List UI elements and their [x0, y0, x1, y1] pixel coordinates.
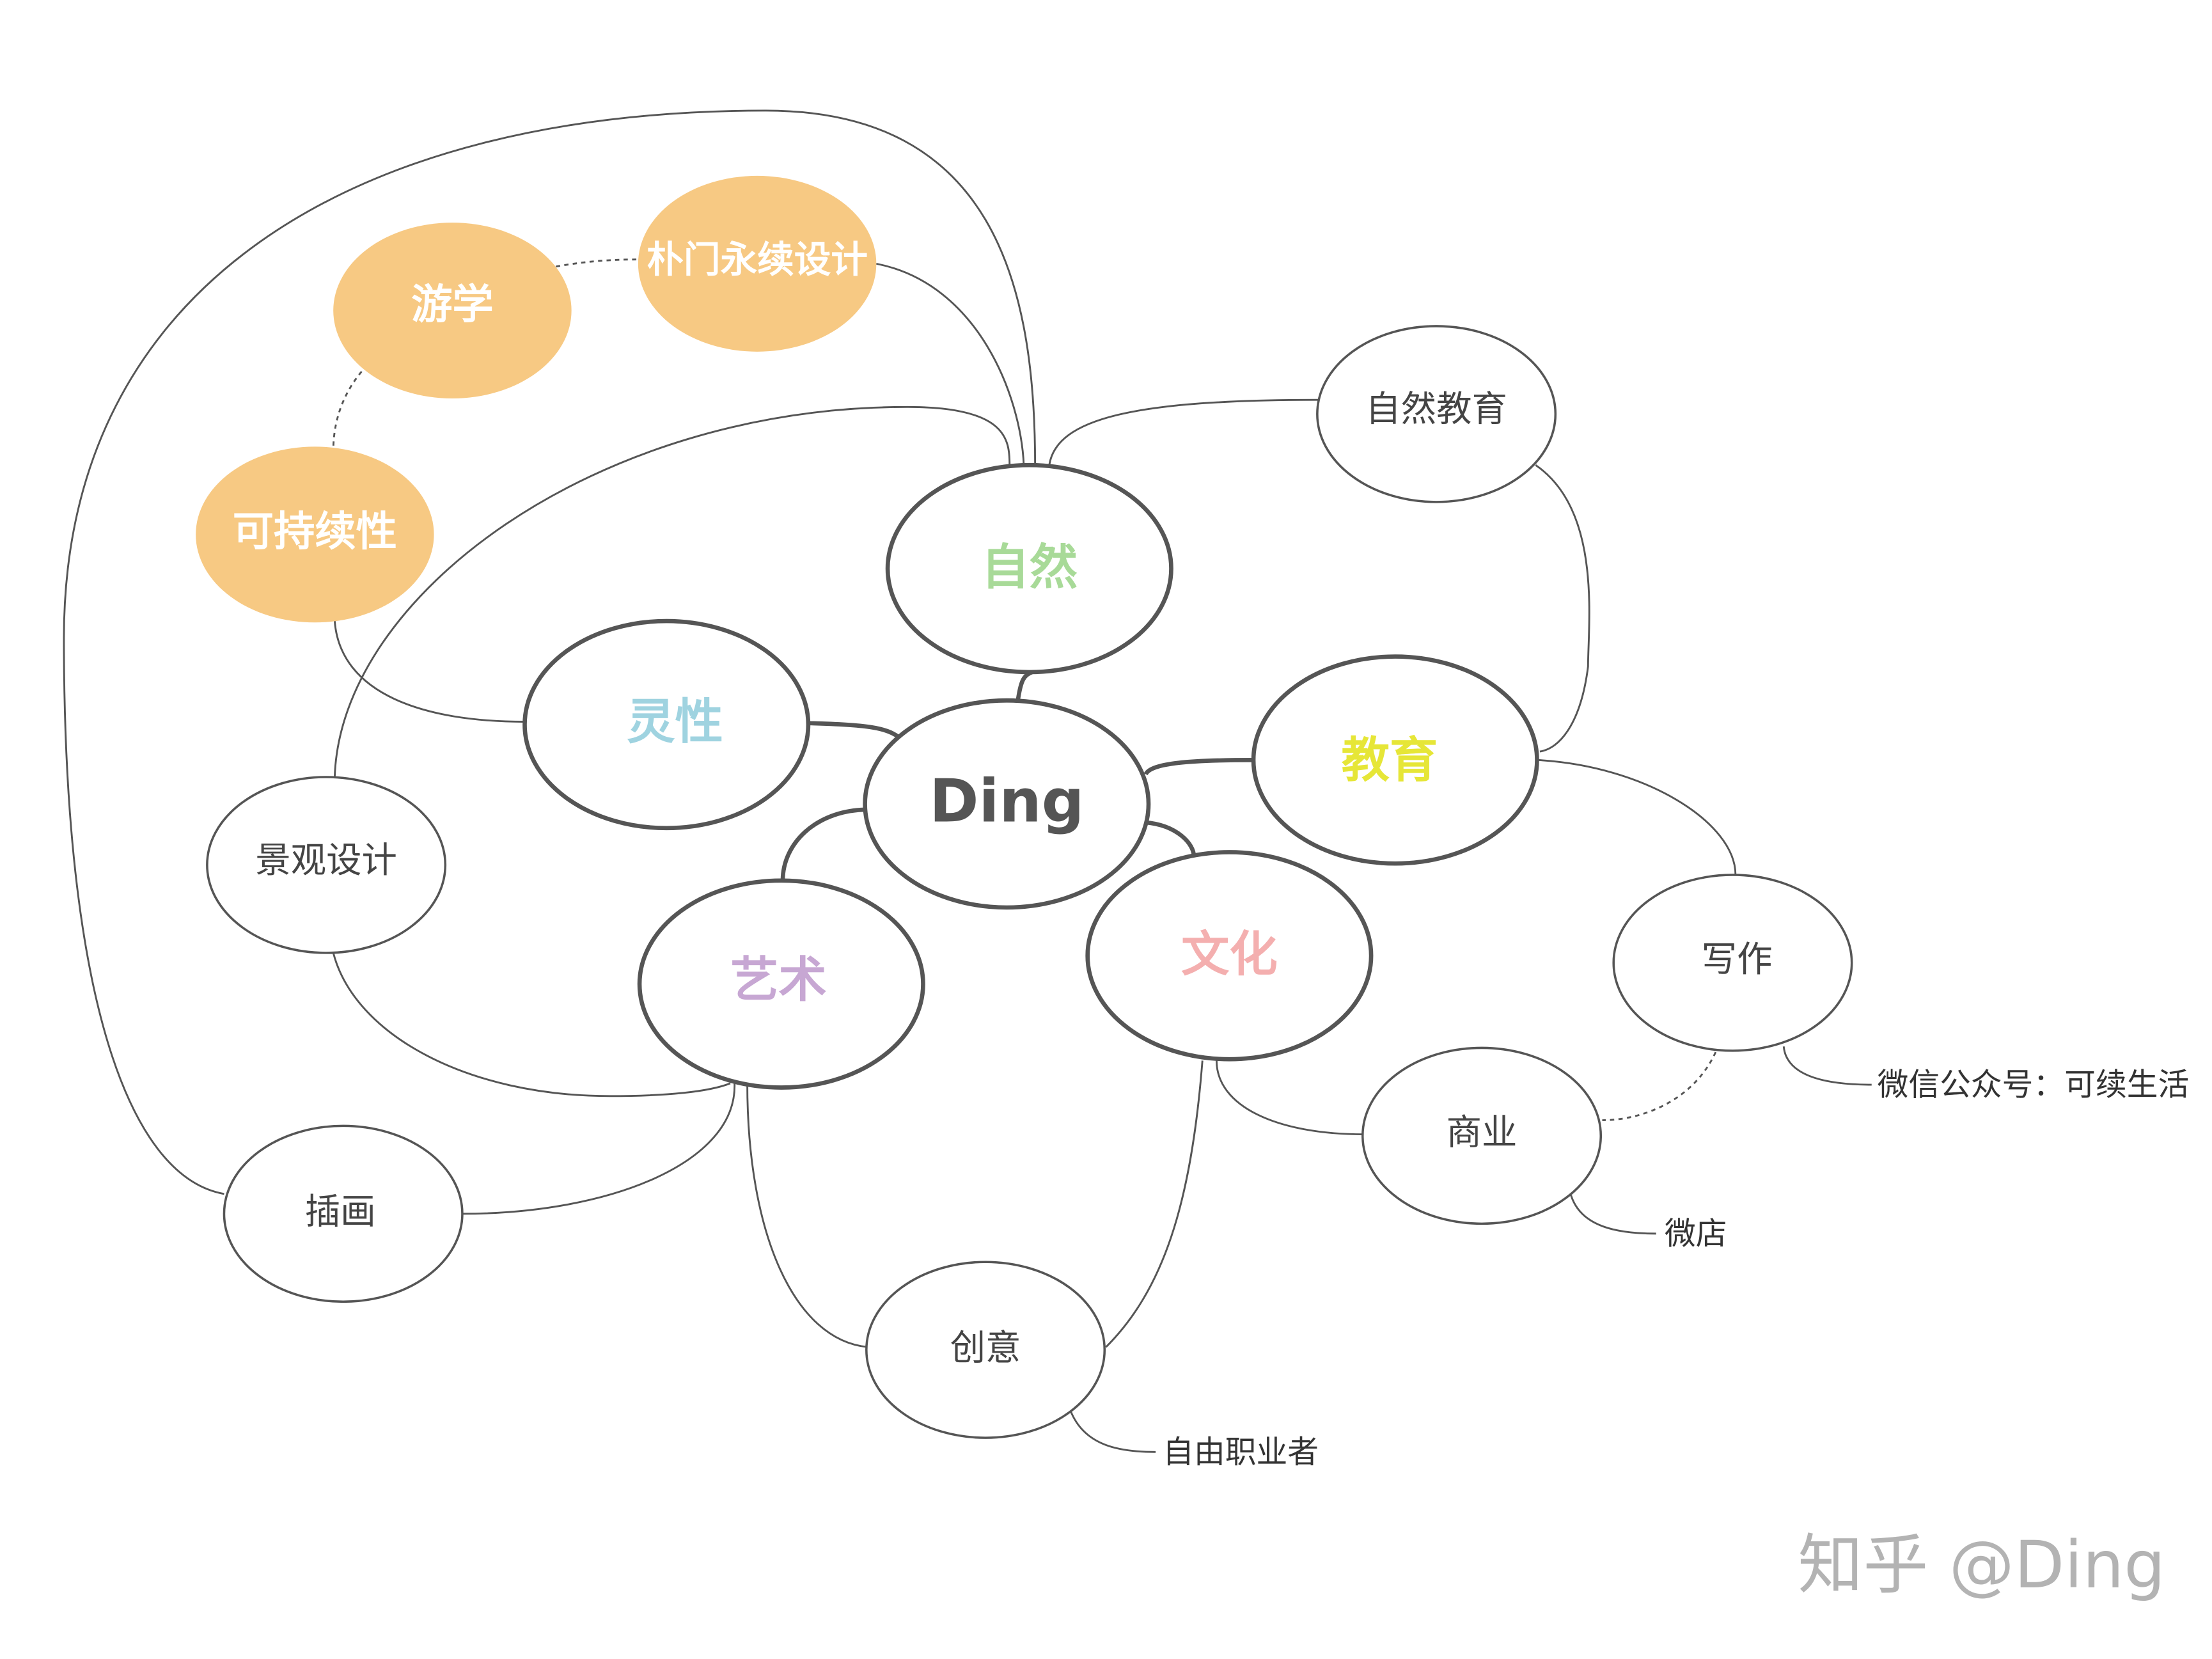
edge-business-shop: [1570, 1195, 1656, 1235]
node-label: 自然: [981, 539, 1078, 595]
node-art[interactable]: 艺术: [637, 878, 925, 1090]
node-label: 商业: [1447, 1112, 1518, 1153]
node-label: 灵性: [627, 694, 723, 750]
node-permaculture[interactable]: 朴门永续设计: [638, 175, 877, 352]
node-label: 教育: [1342, 732, 1438, 788]
node-business[interactable]: 商业: [1361, 1046, 1603, 1225]
edge-culture-business: [1215, 1060, 1365, 1136]
node-label: 朴门永续设计: [647, 238, 868, 281]
edge-creativity-freelancer: [1069, 1410, 1156, 1453]
edge-writing-wechat: [1782, 1046, 1872, 1086]
node-center[interactable]: Ding: [863, 698, 1151, 910]
edge-ding-art: [780, 807, 865, 881]
edge-ding-education: [1143, 758, 1254, 776]
edge-art-creativity: [746, 1083, 868, 1348]
node-illustration[interactable]: 插画: [223, 1124, 464, 1303]
edge-ding-spirit: [808, 721, 900, 739]
node-sustainability[interactable]: 可持续性: [196, 446, 434, 623]
watermark: 知乎 @Ding: [1798, 1527, 2165, 1603]
edge-permaculture-nature: [876, 262, 1025, 466]
node-writing[interactable]: 写作: [1612, 874, 1853, 1052]
node-creativity[interactable]: 创意: [865, 1261, 1106, 1439]
note-freelancer: 自由职业者: [1163, 1434, 1319, 1470]
node-label: 游学: [411, 281, 494, 329]
edge-study-sustainability: [332, 370, 363, 452]
edge-illustration-nature: [63, 109, 1037, 1195]
node-landscape[interactable]: 景观设计: [206, 776, 447, 954]
node-label: 创意: [950, 1328, 1021, 1369]
edge-writing-business: [1602, 1051, 1717, 1121]
edge-art-illustration: [462, 1083, 736, 1215]
node-nature-education[interactable]: 自然教育: [1316, 325, 1557, 503]
edge-culture-creativity: [1105, 1060, 1204, 1348]
edge-education-writing: [1537, 759, 1737, 875]
node-education[interactable]: 教育: [1251, 654, 1539, 866]
node-culture[interactable]: 文化: [1085, 850, 1374, 1062]
note-wechat: 微信公众号：可续生活: [1878, 1067, 2190, 1103]
edge-nature-education-nature: [1048, 398, 1319, 466]
node-spirit[interactable]: 灵性: [522, 618, 811, 831]
node-label: 自然教育: [1365, 389, 1507, 430]
edge-ding-nature: [1016, 670, 1033, 700]
center-label: Ding: [929, 767, 1084, 836]
note-shop: 微店: [1665, 1215, 1727, 1252]
edge-sustainability-spirit: [333, 620, 525, 723]
edge-landscape-art: [332, 952, 731, 1097]
node-study-travel[interactable]: 游学: [333, 223, 572, 399]
edge-study-permaculture: [556, 258, 641, 268]
node-label: 文化: [1181, 926, 1278, 982]
node-label: 写作: [1702, 940, 1773, 980]
node-nature[interactable]: 自然: [885, 462, 1173, 675]
edge-nature-education-education: [1535, 464, 1590, 753]
edge-ding-culture: [1145, 820, 1196, 857]
node-label: 插画: [305, 1192, 376, 1233]
edge-landscape-nature: [333, 405, 1011, 778]
node-label: 可持续性: [233, 508, 397, 556]
node-label: 景观设计: [255, 840, 397, 881]
node-label: 艺术: [730, 952, 827, 1008]
